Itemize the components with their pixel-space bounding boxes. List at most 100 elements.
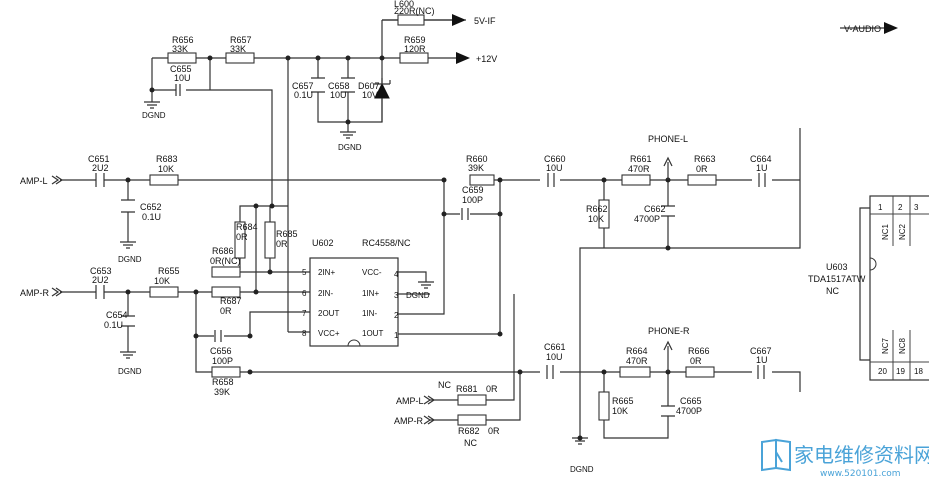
ref-r656: R656 <box>172 35 194 45</box>
resistor-r660 <box>469 174 495 186</box>
val-r685: 0R <box>276 239 288 249</box>
ic-u602-pin-number: 8 <box>302 329 307 338</box>
resistor-r665 <box>598 391 610 421</box>
capacitor-c653 <box>95 285 105 299</box>
ic-u603-pin-label: NC2 <box>898 223 907 240</box>
inductor-l600 <box>397 14 425 26</box>
arrow-5v-if-icon <box>452 14 466 26</box>
ground-label: DGND <box>406 291 430 300</box>
capacitor-c656 <box>214 330 222 342</box>
ground-icon <box>120 351 136 359</box>
ref-r663: R663 <box>694 154 716 164</box>
ic-u602-pin-label: VCC- <box>362 268 382 277</box>
capacitor-c661 <box>546 365 554 379</box>
ref-c664: C664 <box>750 154 772 164</box>
resistor-r664 <box>619 366 651 378</box>
ic-u603 <box>869 195 929 381</box>
ref-r682: R682 <box>458 426 480 436</box>
resistor-r686 <box>211 266 241 278</box>
watermark-text: 家电维修资料网 <box>794 443 929 467</box>
ref-c659: C659 <box>462 185 484 195</box>
net-label-phone-l: PHONE-L <box>648 134 688 144</box>
ref-c661: C661 <box>544 342 566 352</box>
net-label-phone-r: PHONE-R <box>648 326 690 336</box>
val-r665: 10K <box>612 406 628 416</box>
val-c659: 100P <box>462 195 483 205</box>
capacitor-c660 <box>547 173 555 187</box>
ic-u602-pin-label: 2IN+ <box>318 268 335 277</box>
ic-u602-ref: U602 <box>312 238 334 248</box>
val-r660: 39K <box>468 163 484 173</box>
zener-diode-d607 <box>374 78 391 122</box>
val-r658: 39K <box>214 387 230 397</box>
capacitor-c651 <box>95 173 105 187</box>
val-d607: 10V <box>362 90 378 100</box>
ic-u603-pin-number: 19 <box>896 367 905 376</box>
ground-icon <box>144 101 160 109</box>
capacitor-c665 <box>661 405 675 417</box>
val-r657: 33K <box>230 44 246 54</box>
ref-r684: R684 <box>236 222 258 232</box>
arrow-amp-r2-icon <box>423 415 436 425</box>
val-c667: 1U <box>756 355 768 365</box>
ic-u602-pin-label: 2OUT <box>318 309 339 318</box>
arrow-amp-r-icon <box>51 287 64 297</box>
val-c653: 2U2 <box>92 275 109 285</box>
ref-c654: C654 <box>106 310 128 320</box>
ref-r686: R686 <box>212 246 234 256</box>
ref-c652: C652 <box>140 202 162 212</box>
val-c654: 0.1U <box>104 320 123 330</box>
book-logo-icon <box>761 438 791 472</box>
capacitor-c662 <box>661 205 675 217</box>
val-r687: 0R <box>220 306 232 316</box>
resistor-r659 <box>399 52 429 64</box>
ic-u603-nc: NC <box>826 286 839 296</box>
resistor-r687 <box>211 286 241 298</box>
capacitors <box>95 77 766 417</box>
resistor-r661 <box>621 174 651 186</box>
capacitor-c657 <box>311 77 325 93</box>
net-label-12v: +12V <box>476 54 497 64</box>
val-c655: 10U <box>174 73 191 83</box>
resistor-r657 <box>225 52 255 64</box>
ic-u602-pin-number: 7 <box>302 309 307 318</box>
net-label-amp-l-2: AMP-L <box>396 396 424 406</box>
ref-d607: D607 <box>358 81 380 91</box>
ic-u603-value: TDA1517ATW <box>808 274 866 284</box>
ic-u602-pin-number: 6 <box>302 289 307 298</box>
val-r684: 0R <box>236 232 248 242</box>
ref-r659: R659 <box>404 35 426 45</box>
ic-u602-pin-number: 3 <box>394 291 399 300</box>
ic-u602-pin-number: 4 <box>394 270 399 279</box>
ic-u603-pin-number: 3 <box>914 203 919 212</box>
ic-u602-pin-label: 2IN- <box>318 289 333 298</box>
labels: 5V-IF +12V V-AUDIO AMP-L AMP-R AMP-L AMP… <box>20 0 923 474</box>
ic-u603-pin-label: NC7 <box>881 337 890 354</box>
nc-r682: NC <box>464 438 477 448</box>
net-label-amp-r-2: AMP-R <box>394 416 424 426</box>
val-c657: 0.1U <box>294 90 313 100</box>
arrow-phone-r-icon <box>663 340 673 372</box>
ref-l600: L600 <box>394 0 414 9</box>
val-l600: 220R(NC) <box>394 6 435 16</box>
ic-u603-pin-number: 18 <box>914 367 923 376</box>
ref-r658: R658 <box>212 377 234 387</box>
arrow-amp-l-icon <box>51 175 64 185</box>
ground-label: DGND <box>118 255 142 264</box>
val-c660: 10U <box>546 163 563 173</box>
resistor-r666 <box>685 366 715 378</box>
ref-r681: R681 <box>456 384 478 394</box>
ic-u602-pin-number: 1 <box>394 331 399 340</box>
val-r663: 0R <box>696 164 708 174</box>
ref-r685: R685 <box>276 229 298 239</box>
watermark-url: www.520101.com <box>820 469 901 479</box>
ic-u602-pin-number: 5 <box>302 268 307 277</box>
val-r655: 10K <box>154 276 170 286</box>
val-c656: 100P <box>212 356 233 366</box>
ref-c655: C655 <box>170 64 192 74</box>
arrow-v-audio-icon <box>884 22 898 34</box>
ic-u602-value: RC4558/NC <box>362 238 411 248</box>
ref-r655: R655 <box>158 266 180 276</box>
nc-r681: NC <box>438 380 451 390</box>
